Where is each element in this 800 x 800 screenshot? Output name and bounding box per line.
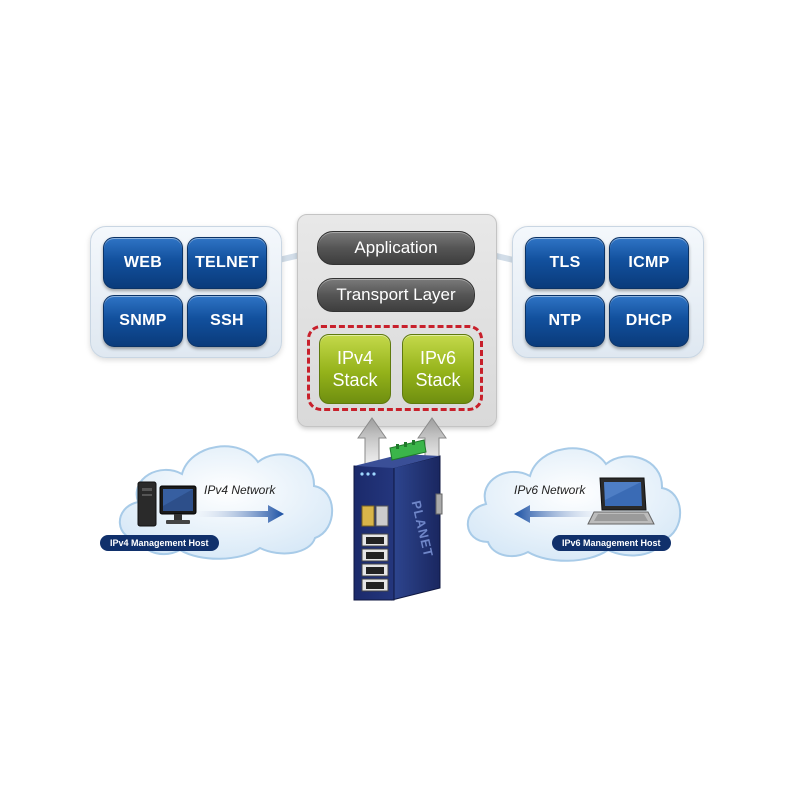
laptop-icon (587, 477, 655, 525)
left-protocol-panel: WEB TELNET SNMP SSH (90, 226, 282, 358)
protocol-telnet: TELNET (187, 237, 267, 289)
ipv4-stack-line1: IPv4 (336, 348, 374, 368)
industrial-switch-device: PLANET (353, 439, 443, 601)
ipv6-network-arrow (514, 505, 608, 523)
protocol-web: WEB (103, 237, 183, 289)
protocol-icmp: ICMP (609, 237, 689, 289)
transport-layer: Transport Layer (317, 278, 475, 312)
ipv6-management-host-label: IPv6 Management Host (552, 535, 671, 551)
right-protocol-panel: TLS ICMP NTP DHCP (512, 226, 704, 358)
ipv4-network-arrow (190, 505, 284, 523)
ipv6-network-label: IPv6 Network (514, 483, 586, 497)
ip-stack-dashed-frame (307, 325, 483, 411)
protocol-tls: TLS (525, 237, 605, 289)
application-layer: Application (317, 231, 475, 265)
ipv6-stack: IPv6 Stack (402, 334, 474, 404)
protocol-snmp: SNMP (103, 295, 183, 347)
ipv6-stack-line1: IPv6 (419, 348, 457, 368)
ipv4-network-label: IPv4 Network (204, 483, 276, 497)
protocol-dhcp: DHCP (609, 295, 689, 347)
ipv6-cloud (466, 447, 682, 562)
desktop-computer-icon (137, 481, 197, 527)
protocol-ssh: SSH (187, 295, 267, 347)
ipv4-stack-line2: Stack (332, 370, 378, 390)
ipv6-stack-line2: Stack (415, 370, 461, 390)
protocol-ntp: NTP (525, 295, 605, 347)
ipv4-management-host-label: IPv4 Management Host (100, 535, 219, 551)
ipv4-stack: IPv4 Stack (319, 334, 391, 404)
